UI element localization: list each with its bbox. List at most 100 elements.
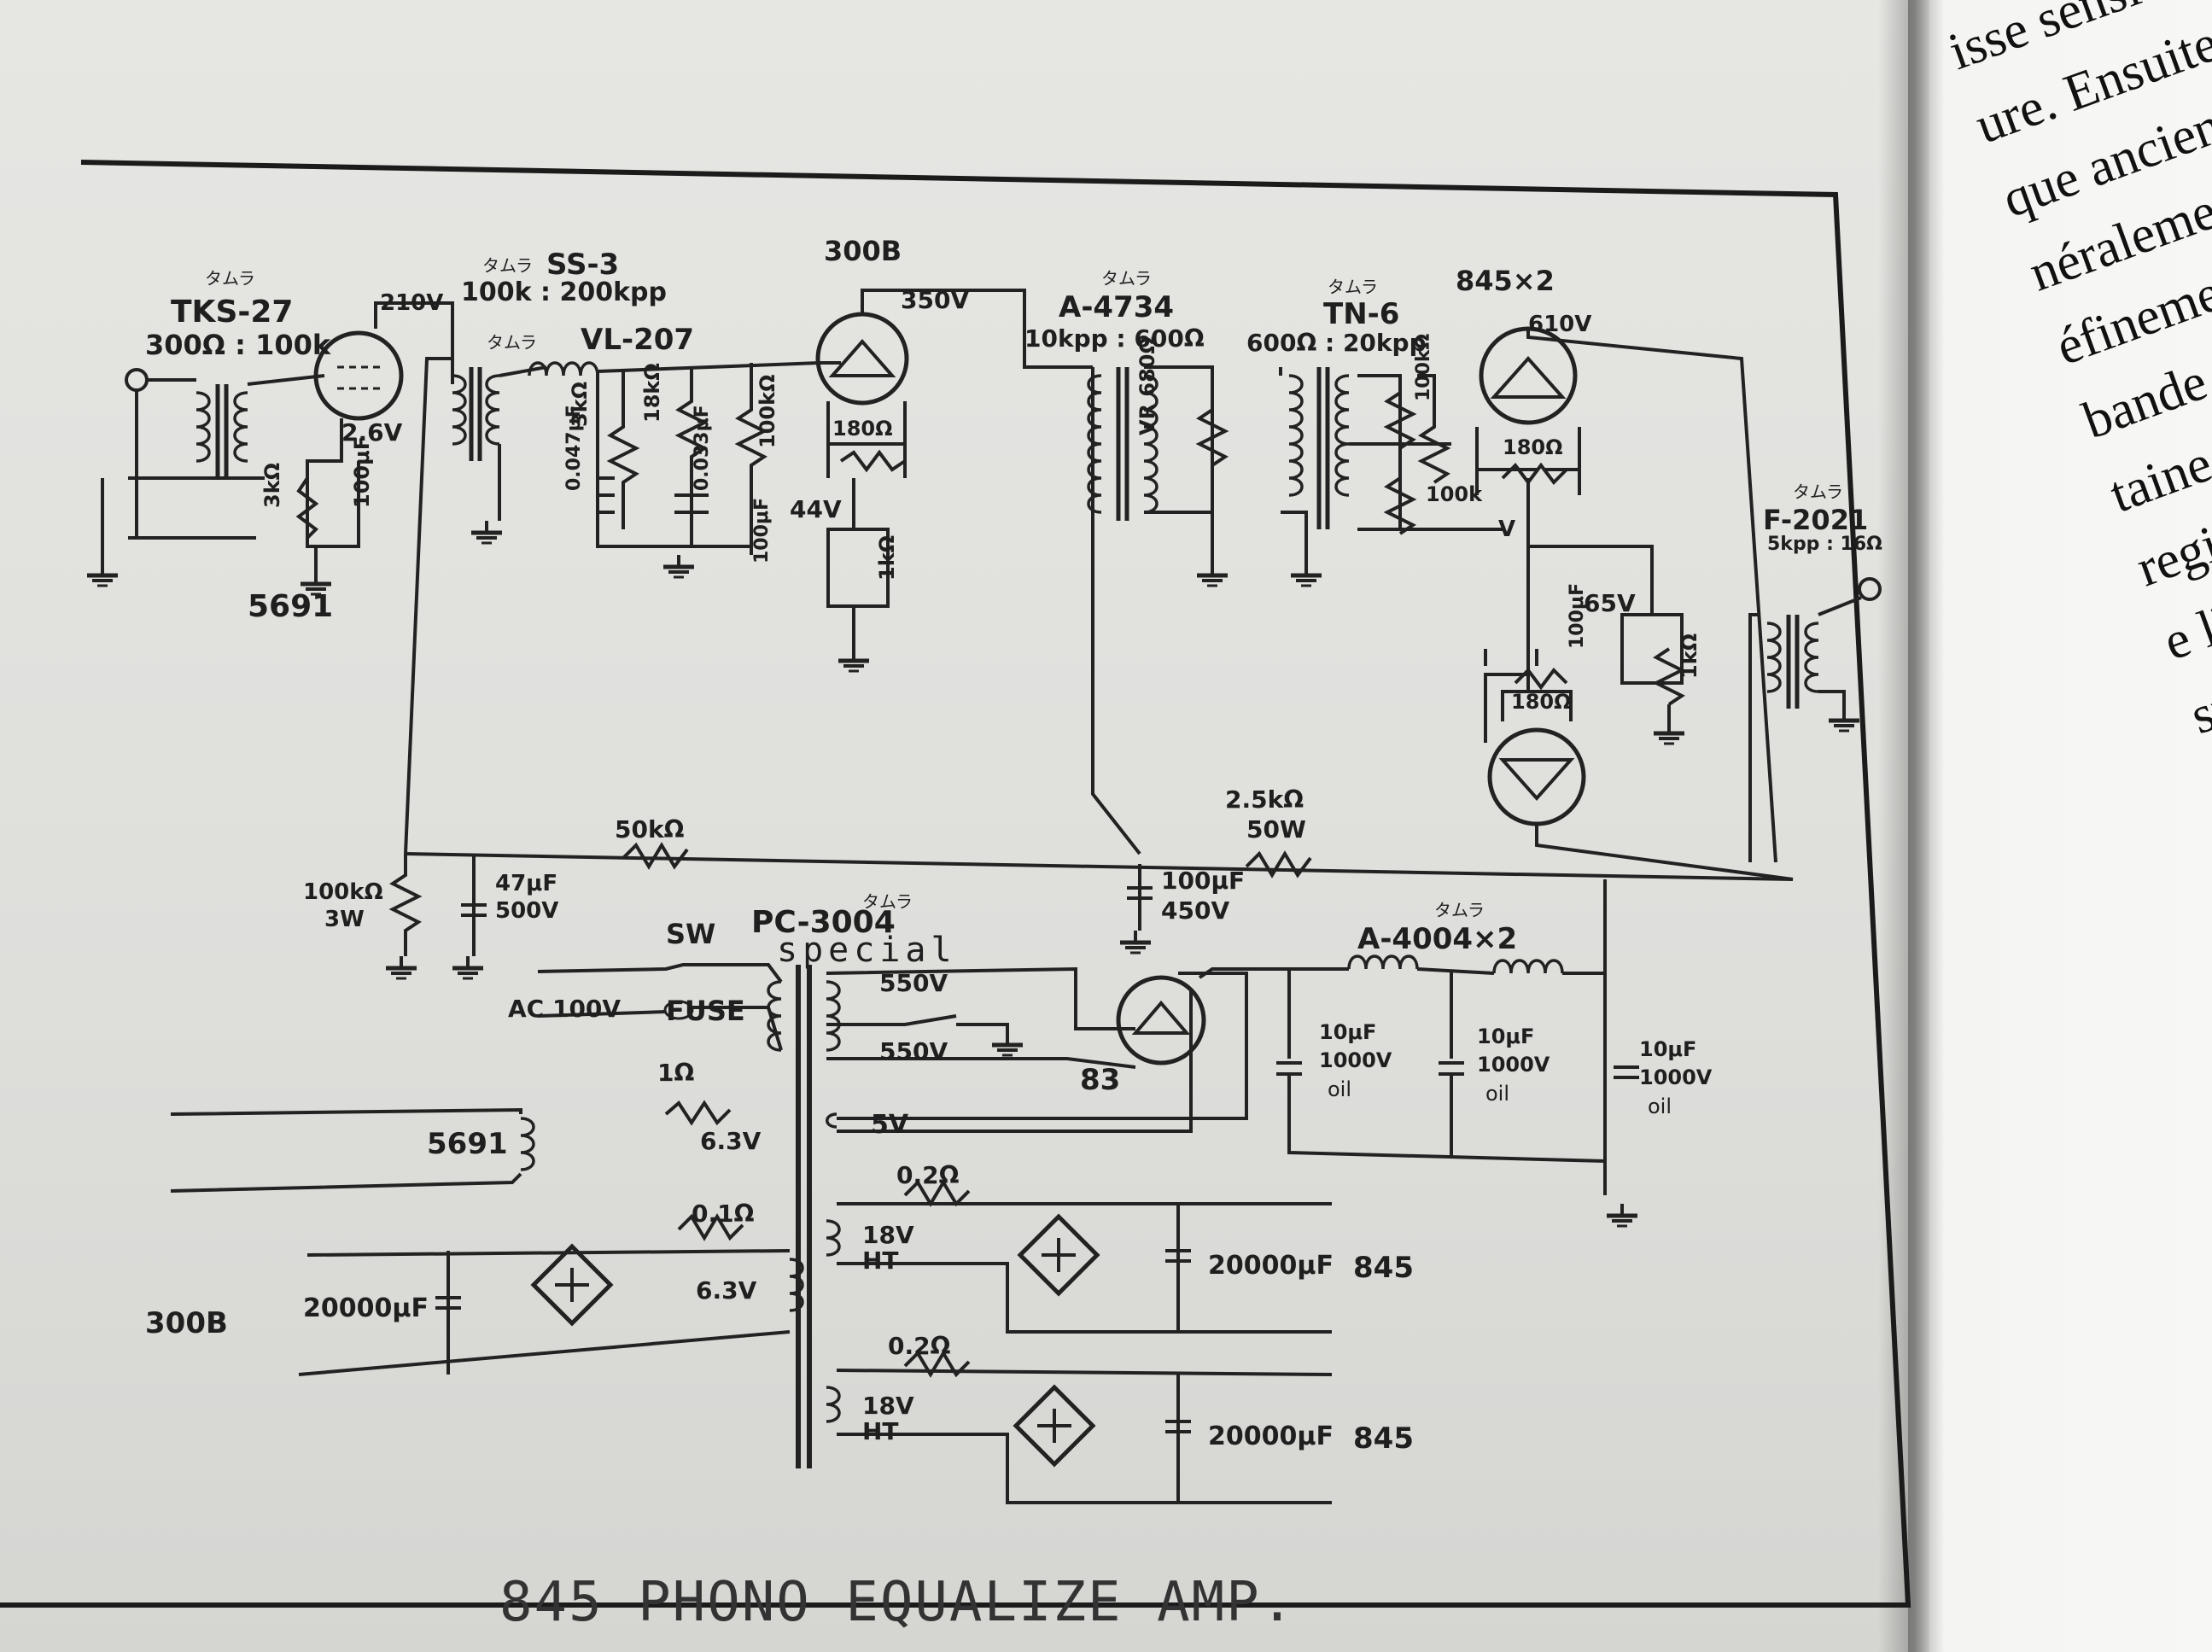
fuse-label: FUSE — [666, 995, 745, 1027]
c0033-label: 0.033μF — [692, 405, 713, 491]
vl207-maker: タムラ — [487, 332, 537, 353]
ht-b-label: HT — [862, 1417, 899, 1445]
r02b-label: 0.2Ω — [888, 1332, 951, 1360]
pc3004-name: PC-3004 — [751, 905, 896, 940]
c47u-v-label: 500V — [495, 898, 559, 924]
f2021-maker: タムラ — [1793, 482, 1843, 502]
v2-6-label: 2.6V — [341, 418, 403, 447]
c10u-a-v-label: 1000V — [1319, 1048, 1392, 1072]
tube-300b-label: 300B — [824, 235, 902, 267]
v6-3a-label: 6.3V — [700, 1127, 762, 1155]
sw-label: SW — [666, 918, 716, 950]
r100k-b-label: 100kΩ — [1413, 333, 1434, 401]
c10u-c-label: 10μF — [1639, 1037, 1697, 1061]
c20000c-label: 20000μF — [1208, 1421, 1334, 1451]
tks27-name: TKS-27 — [171, 295, 294, 330]
c10u-b-label: 10μF — [1477, 1024, 1535, 1048]
tube-300b — [815, 312, 909, 406]
a4004-name: A-4004×2 — [1357, 922, 1518, 956]
ss3-ratio: 100k : 200kpp — [461, 277, 667, 307]
pc3004-special: special — [777, 931, 957, 970]
c20000b-label: 20000μF — [1208, 1251, 1334, 1281]
tube-845b-label: 845 — [1353, 1421, 1414, 1456]
v550a-label: 550V — [879, 969, 948, 997]
tube-845-lower — [1487, 727, 1586, 826]
v18a-label: 18V — [862, 1221, 914, 1249]
tube-300b-b-label: 300B — [145, 1306, 228, 1340]
r25k-w-label: 50W — [1246, 815, 1306, 844]
v65-label: 65V — [1584, 589, 1636, 617]
tks27-ratio: 300Ω : 100k — [145, 329, 331, 361]
book-right-page — [1908, 0, 2212, 1652]
r100k3w-w-label: 3W — [324, 907, 365, 932]
c10u-a-label: 10μF — [1319, 1020, 1377, 1044]
c10u-c-v-label: 1000V — [1639, 1065, 1713, 1089]
c20000a-label: 20000μF — [303, 1293, 429, 1323]
v550b-label: 550V — [879, 1037, 948, 1065]
r180-label: 180Ω — [832, 417, 893, 441]
tks27-maker: タムラ — [205, 268, 255, 289]
tn6-name: TN-6 — [1323, 297, 1400, 331]
r50k-label: 50kΩ — [615, 815, 685, 844]
tube-845-upper — [1479, 326, 1578, 425]
r100k3w-label: 100kΩ — [303, 879, 383, 905]
c100u450-label: 100μF — [1161, 867, 1246, 895]
ss3-name: SS-3 — [546, 248, 620, 282]
a4734-maker: タムラ — [1101, 268, 1152, 289]
v44-label: 44V — [790, 495, 842, 523]
book-gutter-shadow — [1878, 0, 1929, 1652]
tube-845x2-label: 845×2 — [1456, 265, 1555, 297]
v350-label: 350V — [901, 286, 970, 314]
v210-label: 210V — [380, 290, 444, 316]
f2021-ratio: 5kpp : 16Ω — [1767, 534, 1882, 555]
tn6-maker: タムラ — [1328, 277, 1378, 297]
ac-label: AC 100V — [508, 995, 622, 1023]
c0047-label: 0.047μF — [563, 405, 585, 491]
r1ohm-label: 1Ω — [657, 1059, 695, 1087]
v5-label: 5V — [871, 1110, 909, 1140]
tube-5691 — [313, 330, 404, 421]
r180c-label: 180Ω — [1511, 690, 1572, 714]
c100u-b-label: 100μF — [751, 497, 773, 563]
r25k-label: 2.5kΩ — [1225, 785, 1304, 814]
ss3-maker: タムラ — [482, 255, 533, 276]
a4734-name: A-4734 — [1059, 290, 1175, 324]
a4004-maker: タムラ — [1434, 900, 1485, 920]
r18k-label: 18kΩ — [640, 363, 664, 423]
figure-caption: 845 PHONO EQUALIZE AMP. — [499, 1571, 1296, 1634]
r1k-b-label: 1kΩ — [1678, 633, 1701, 679]
v6-3b-label: 6.3V — [696, 1276, 757, 1305]
r100k-a-label: 100kΩ — [756, 374, 779, 448]
c10u-a-t-label: oil — [1328, 1077, 1352, 1101]
c100u-a-label: 100μF — [350, 435, 374, 508]
r3k-a-label: 3kΩ — [260, 462, 284, 508]
a4734-ratio: 10kpp : 600Ω — [1024, 324, 1205, 353]
tube-83 — [1116, 975, 1206, 1065]
r02a-label: 0.2Ω — [896, 1161, 960, 1189]
vr680-label: VR 680Ω — [1135, 336, 1159, 435]
neg-v-label: V — [1498, 517, 1516, 542]
r1k-a-label: 1kΩ — [875, 534, 899, 581]
book-left-page — [0, 0, 1938, 1652]
vl207-name: VL-207 — [581, 323, 695, 357]
c47u-label: 47μF — [495, 871, 558, 896]
c100u450-v-label: 450V — [1161, 896, 1230, 925]
c10u-b-t-label: oil — [1485, 1082, 1510, 1106]
r100k-c-label: 100k — [1426, 482, 1483, 506]
tube-845a-label: 845 — [1353, 1251, 1414, 1285]
pc3004-maker: タムラ — [862, 891, 913, 912]
c10u-b-v-label: 1000V — [1477, 1053, 1550, 1077]
ht-a-label: HT — [862, 1246, 899, 1275]
tube-83-label: 83 — [1080, 1063, 1121, 1097]
tube-5691b-label: 5691 — [427, 1127, 508, 1161]
c100u-c-label: 100μF — [1567, 582, 1588, 649]
tn6-ratio: 600Ω : 20kpp — [1246, 329, 1427, 357]
output-jack — [1858, 577, 1882, 601]
f2021-name: F-2021 — [1763, 504, 1869, 536]
tube-5691-label: 5691 — [248, 589, 334, 624]
input-jack — [125, 368, 149, 392]
v610-label: 610V — [1528, 312, 1592, 337]
r180b-label: 180Ω — [1503, 435, 1563, 459]
r01-label: 0.1Ω — [692, 1200, 755, 1228]
